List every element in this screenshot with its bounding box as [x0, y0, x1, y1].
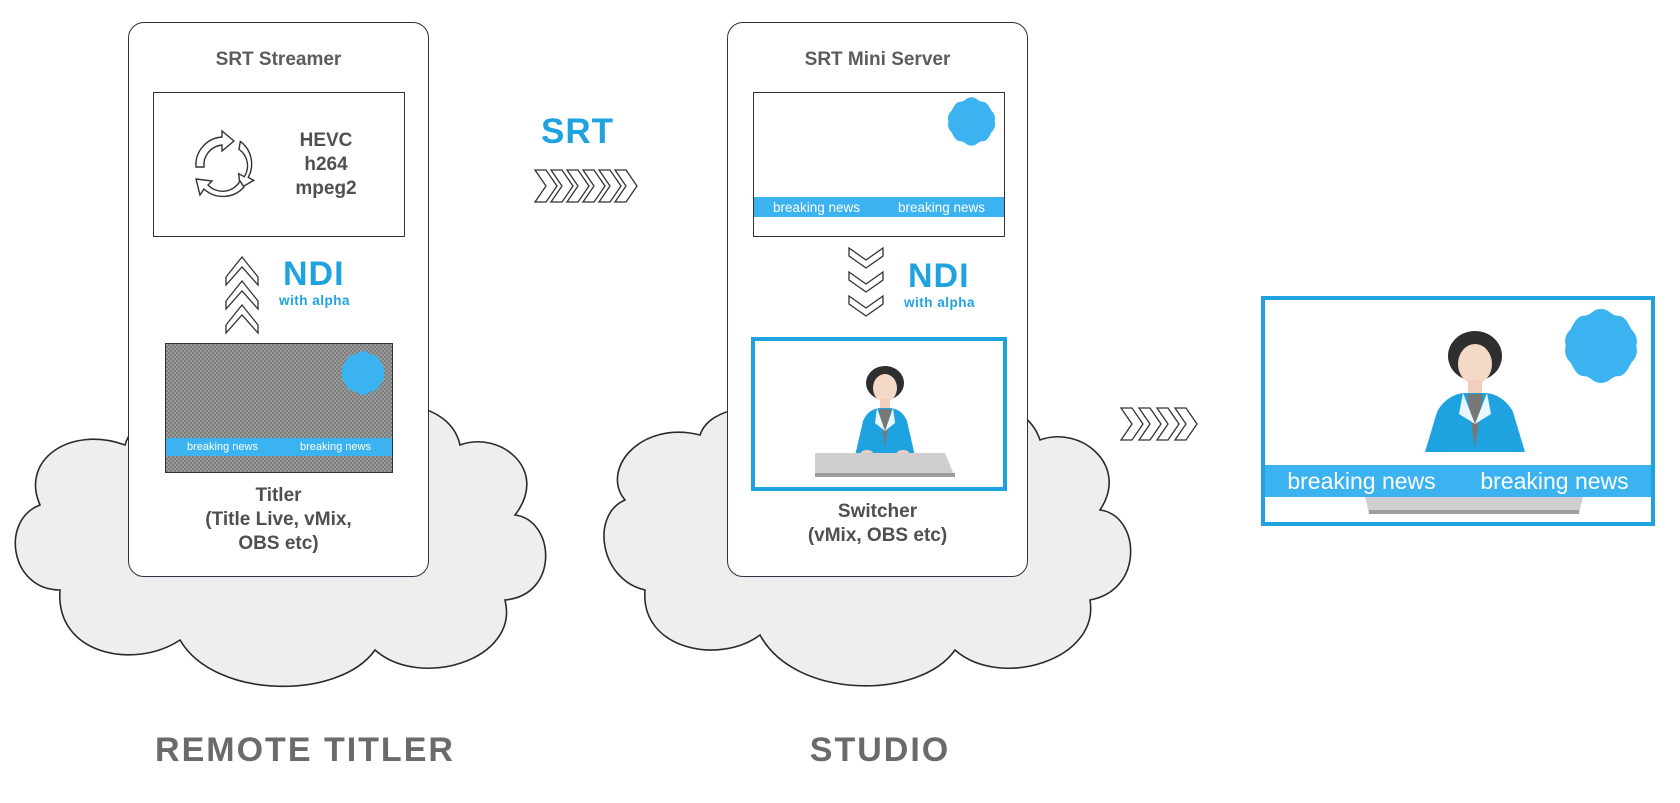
- flower-badge-icon: [341, 351, 385, 395]
- encoder-box: HEVC h264 mpeg2: [153, 92, 405, 237]
- output-ticker: breaking news breaking news: [1265, 465, 1651, 497]
- caption-line: OBS etc): [238, 533, 319, 554]
- remote-titler-label: REMOTE TITLER: [155, 731, 455, 769]
- ndi-up-chevrons-icon: [225, 255, 259, 335]
- flower-badge-icon: [947, 97, 996, 146]
- refresh-cycle-icon: [195, 129, 256, 198]
- switcher-caption: Switcher (vMix, OBS etc): [728, 500, 1027, 548]
- caption-line: (Title Live, vMix,: [205, 509, 352, 530]
- switcher-preview: [751, 337, 1007, 491]
- ticker-text: breaking news: [187, 441, 258, 453]
- codec-mpeg2: mpeg2: [295, 178, 357, 199]
- ticker-text: breaking news: [300, 441, 371, 453]
- ndi-down-chevrons-icon: [848, 246, 884, 317]
- studio-ndi-sub: with alpha: [904, 295, 976, 310]
- srt-mini-server-device: SRT Mini Server breaking news breaking n…: [727, 22, 1028, 577]
- codec-hevc: HEVC: [299, 130, 353, 151]
- srt-streamer-title: SRT Streamer: [215, 49, 342, 70]
- codec-list: HEVC h264 mpeg2: [271, 129, 381, 201]
- srt-streamer-device: SRT Streamer HEVC h264 mpeg2 NDI with al…: [128, 22, 429, 577]
- ticker-text: breaking news: [772, 199, 861, 215]
- caption-line: Titler: [255, 485, 302, 506]
- remote-ndi-label: NDI: [283, 255, 345, 293]
- titler-preview: breaking news breaking news: [165, 343, 393, 473]
- srt-chevron-arrows-icon: [534, 169, 638, 203]
- news-presenter-icon: [1365, 331, 1583, 514]
- output-chevron-arrows-icon: [1120, 407, 1198, 441]
- ticker-text: breaking news: [1287, 467, 1436, 494]
- server-preview: breaking news breaking news: [753, 92, 1005, 237]
- titler-caption: Titler (Title Live, vMix, OBS etc): [129, 484, 428, 556]
- srt-label: SRT: [541, 112, 614, 151]
- caption-line: Switcher: [837, 501, 918, 522]
- studio-ndi-label: NDI: [908, 257, 970, 295]
- studio-label: STUDIO: [809, 731, 951, 769]
- caption-line: (vMix, OBS etc): [807, 525, 948, 546]
- ticker-text: breaking news: [1480, 467, 1629, 494]
- ticker-text: breaking news: [897, 199, 986, 215]
- codec-h264: h264: [304, 154, 348, 175]
- srt-mini-server-title: SRT Mini Server: [804, 49, 951, 70]
- server-ticker: breaking news breaking news: [754, 197, 1004, 217]
- news-presenter-icon: [815, 366, 955, 477]
- remote-ndi-sub: with alpha: [279, 293, 351, 308]
- titler-ticker: breaking news breaking news: [166, 438, 392, 456]
- output-screen: breaking news breaking news: [1261, 296, 1655, 526]
- flower-badge-icon: [1565, 309, 1637, 383]
